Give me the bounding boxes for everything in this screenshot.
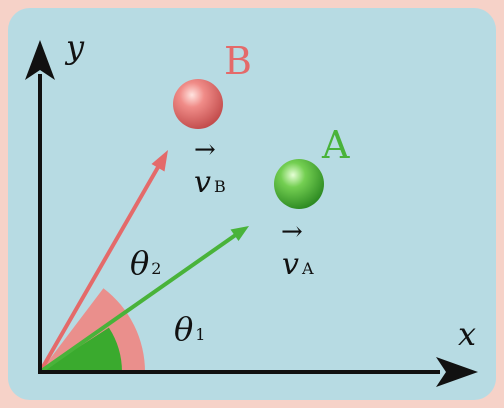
theta1-subscript: 1 [195,325,205,344]
x-axis-label: x [458,315,476,353]
va-arrow-symbol: → [281,217,303,247]
va-arrow-shaft [38,232,239,374]
theta2-symbol: θ [130,244,149,282]
y-axis-label: y [64,28,85,66]
vb-arrowhead [151,150,168,172]
label-a: A [321,123,350,167]
va-subscript: A [301,259,314,278]
vb-arrow-symbol: → [194,135,216,165]
va-symbol: v [282,247,299,282]
diagram-panel [8,8,496,400]
ball-b [173,79,223,129]
y-axis-arrowhead [25,40,55,80]
ball-a [274,159,324,209]
theta2-subscript: 2 [151,259,161,278]
theta1-symbol: θ [174,310,193,348]
vb-arrow-shaft [38,161,163,373]
vb-symbol: v [194,165,211,200]
label-b: B [224,39,252,83]
theta1-wedge [40,327,122,372]
vb-subscript: B [214,177,226,196]
x-axis-arrowhead [436,357,478,387]
va-arrowhead [230,226,249,241]
